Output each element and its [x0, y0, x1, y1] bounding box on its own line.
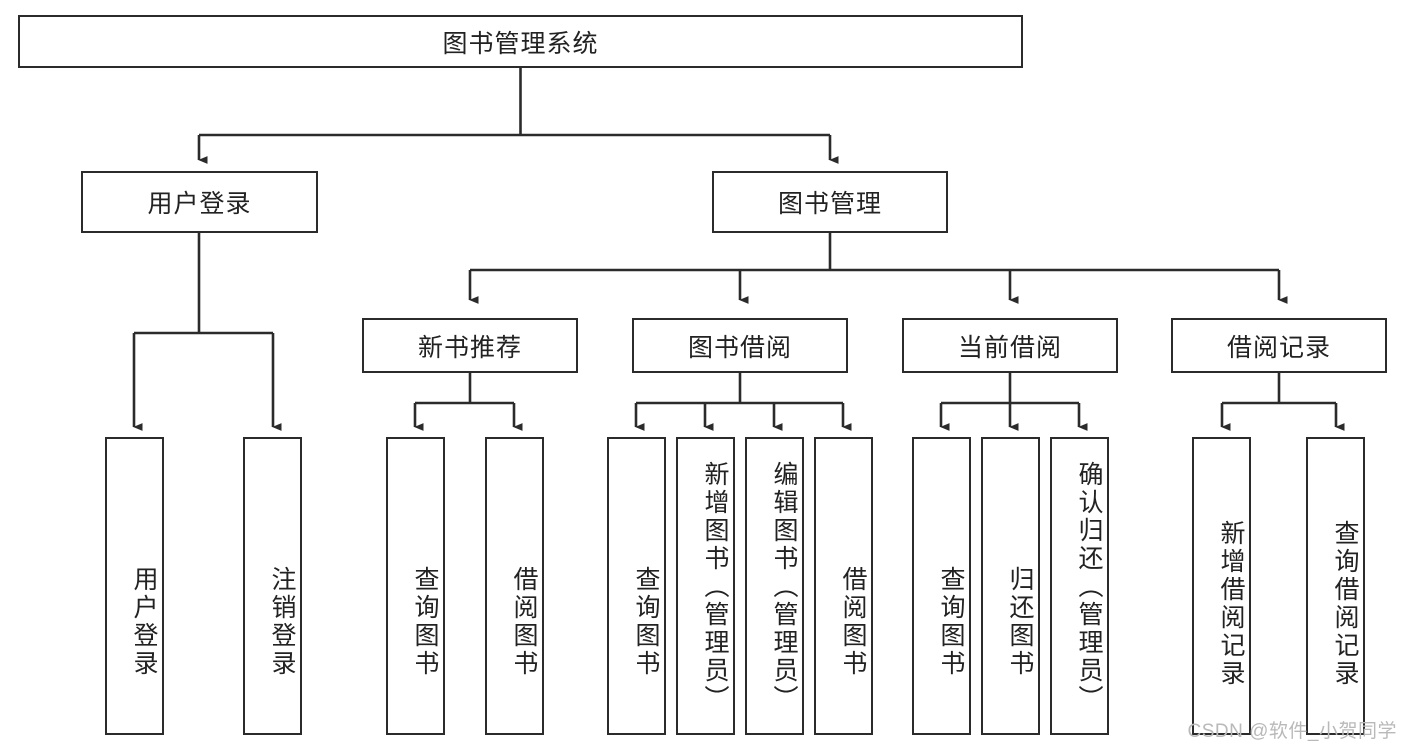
node-label: 用户登录: [147, 190, 252, 218]
csdn-watermark: CSDN @软件_小贺同学: [1187, 721, 1397, 742]
node-label: 编辑图书（管理员）: [770, 461, 798, 713]
node-book-borrow[interactable]: 图书借阅: [632, 318, 848, 373]
node-borrow-record[interactable]: 借阅记录: [1171, 318, 1387, 373]
node-label: 确认归还（管理员）: [1075, 461, 1103, 713]
node-new-book-recommend[interactable]: 新书推荐: [362, 318, 578, 373]
node-label: 用户登录: [130, 566, 158, 678]
node-book-manage[interactable]: 图书管理: [712, 171, 948, 233]
node-leaf-query-book-3[interactable]: 查询图书: [912, 437, 971, 735]
node-root-book-management-system[interactable]: 图书管理系统: [18, 15, 1023, 68]
node-label: 归还图书: [1006, 566, 1034, 678]
node-label: 借阅图书: [510, 566, 538, 678]
node-leaf-user-login[interactable]: 用户登录: [105, 437, 164, 735]
node-label: 查询图书: [632, 566, 660, 678]
node-label: 查询图书: [411, 566, 439, 678]
node-leaf-borrow-book-1[interactable]: 借阅图书: [485, 437, 544, 735]
node-user-login[interactable]: 用户登录: [81, 171, 318, 233]
node-leaf-borrow-book-2[interactable]: 借阅图书: [814, 437, 873, 735]
node-label: 查询图书: [937, 566, 965, 678]
node-label: 借阅记录: [1226, 333, 1331, 362]
node-label: 图书借阅: [687, 333, 792, 362]
node-label: 当前借阅: [957, 333, 1062, 362]
node-label: 新增图书（管理员）: [701, 461, 729, 713]
node-label: 图书管理系统: [442, 29, 599, 58]
node-label: 注销登录: [268, 566, 296, 678]
node-leaf-edit-book[interactable]: 编辑图书（管理员）: [745, 437, 804, 735]
node-label: 查询借阅记录: [1331, 520, 1359, 688]
node-leaf-user-logout[interactable]: 注销登录: [243, 437, 302, 735]
node-leaf-query-book-2[interactable]: 查询图书: [607, 437, 666, 735]
node-label: 新书推荐: [417, 333, 522, 362]
node-label: 借阅图书: [839, 566, 867, 678]
node-leaf-add-book[interactable]: 新增图书（管理员）: [676, 437, 735, 735]
node-leaf-confirm-return[interactable]: 确认归还（管理员）: [1050, 437, 1109, 735]
node-label: 新增借阅记录: [1217, 520, 1245, 688]
node-leaf-add-record[interactable]: 新增借阅记录: [1192, 437, 1251, 735]
node-current-borrow[interactable]: 当前借阅: [902, 318, 1118, 373]
node-leaf-query-record[interactable]: 查询借阅记录: [1306, 437, 1365, 735]
node-leaf-return-book[interactable]: 归还图书: [981, 437, 1040, 735]
node-label: 图书管理: [777, 190, 882, 218]
node-leaf-query-book-1[interactable]: 查询图书: [386, 437, 445, 735]
